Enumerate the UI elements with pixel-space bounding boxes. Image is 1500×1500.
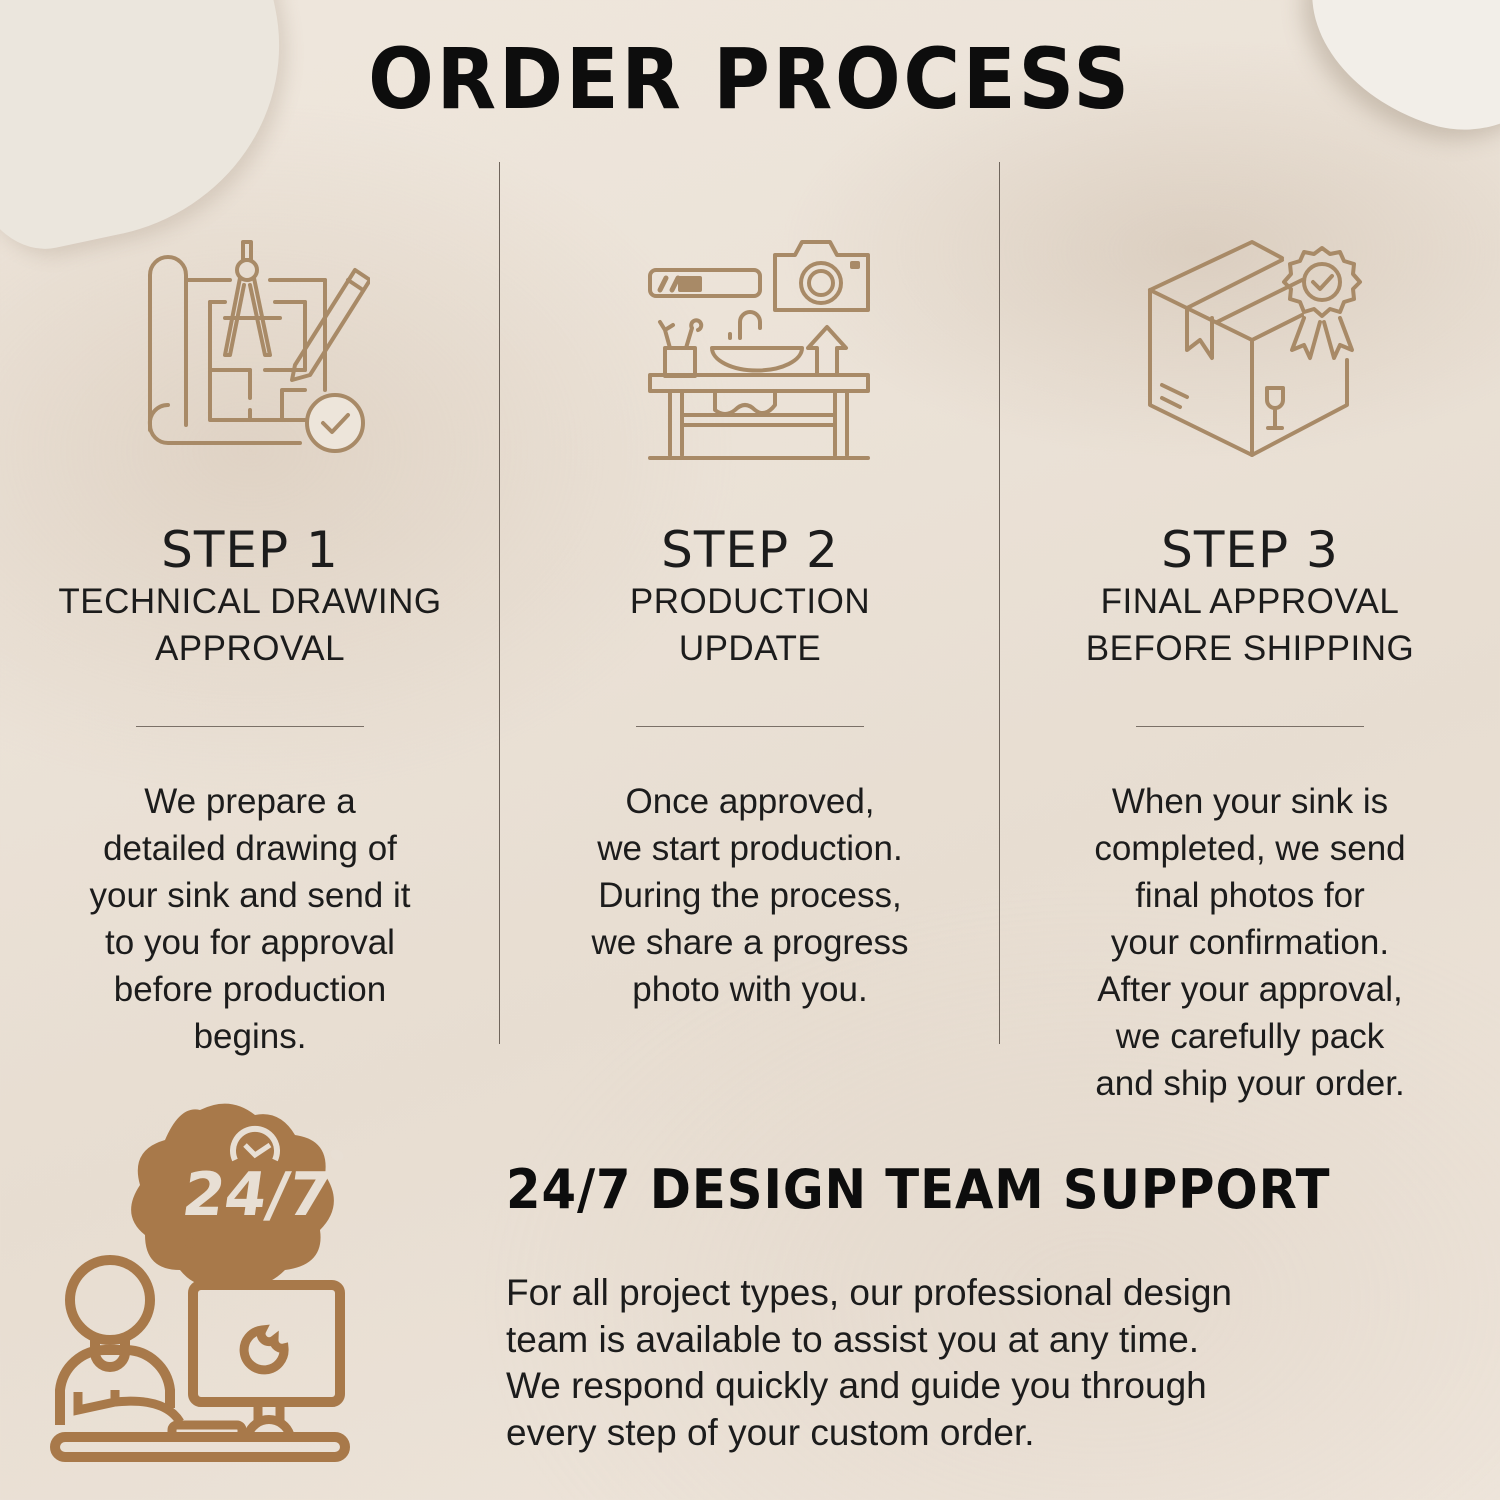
- description-line: During the process,: [598, 876, 902, 915]
- step-column-3: STEP 3 FINAL APPROVAL BEFORE SHIPPING Wh…: [1000, 230, 1500, 1103]
- description-line: and ship your order.: [1095, 1064, 1405, 1103]
- column-divider: [999, 162, 1000, 1044]
- step-number: STEP 3: [1161, 521, 1339, 579]
- description-line: every step of your custom order.: [506, 1411, 1035, 1453]
- step-title: TECHNICAL DRAWING APPROVAL: [0, 578, 500, 672]
- step-separator: [636, 726, 864, 727]
- step-title-line: UPDATE: [678, 629, 822, 668]
- description-line: We respond quickly and guide you through: [506, 1365, 1207, 1406]
- step-description: We prepare a detailed drawing of your si…: [0, 778, 500, 1060]
- step-number: STEP 2: [661, 521, 839, 579]
- description-line: photo with you.: [632, 970, 868, 1009]
- step-number: STEP 1: [161, 521, 339, 579]
- description-line: begins.: [193, 1017, 307, 1056]
- description-line: we start production.: [597, 829, 903, 868]
- description-line: When your sink is: [1111, 782, 1389, 821]
- step-title: PRODUCTION UPDATE: [500, 578, 1000, 672]
- support-title: 24/7 DESIGN TEAM SUPPORT: [506, 1158, 1331, 1221]
- step-description: Once approved, we start production. Duri…: [500, 778, 1000, 1013]
- package-box-award-badge-icon: [1148, 240, 1362, 457]
- support-description: For all project types, our professional …: [506, 1270, 1406, 1456]
- description-line: to you for approval: [105, 923, 395, 962]
- support-agent-computer-24-7-icon: 24/7: [50, 1103, 350, 1462]
- step-title-line: APPROVAL: [154, 629, 346, 668]
- description-line: final photos for: [1135, 876, 1365, 915]
- description-line: For all project types, our professional …: [506, 1272, 1232, 1313]
- workbench-sink-camera-progress-icon: [648, 240, 870, 460]
- blueprint-compass-pencil-check-icon: [147, 240, 370, 453]
- step-title-line: FINAL APPROVAL: [1100, 582, 1400, 621]
- description-line: team is available to assist you at any t…: [506, 1318, 1200, 1360]
- badge-24-7-text: 24/7: [178, 1160, 335, 1230]
- step-separator: [136, 726, 364, 727]
- description-line: we share a progress: [591, 923, 909, 962]
- step-title: FINAL APPROVAL BEFORE SHIPPING: [1000, 578, 1500, 672]
- description-line: We prepare a: [144, 782, 356, 821]
- description-line: detailed drawing of: [103, 829, 397, 868]
- description-line: completed, we send: [1094, 829, 1406, 868]
- step-column-2: STEP 2 PRODUCTION UPDATE Once approved, …: [500, 230, 1000, 1009]
- step-title-line: BEFORE SHIPPING: [1085, 629, 1415, 668]
- step-title-line: PRODUCTION: [629, 582, 871, 621]
- description-line: your sink and send it: [89, 876, 411, 915]
- step-column-1: STEP 1 TECHNICAL DRAWING APPROVAL We pre…: [0, 230, 500, 1056]
- step-description: When your sink is completed, we send fin…: [1000, 778, 1500, 1107]
- description-line: before production: [113, 970, 387, 1009]
- page-title: ORDER PROCESS: [368, 30, 1132, 128]
- description-line: Once approved,: [625, 782, 875, 821]
- description-line: After your approval,: [1097, 970, 1403, 1009]
- step-title-line: TECHNICAL DRAWING: [58, 582, 442, 621]
- column-divider: [499, 162, 500, 1044]
- description-line: we carefully pack: [1115, 1017, 1385, 1056]
- step-separator: [1136, 726, 1364, 727]
- description-line: your confirmation.: [1110, 923, 1390, 962]
